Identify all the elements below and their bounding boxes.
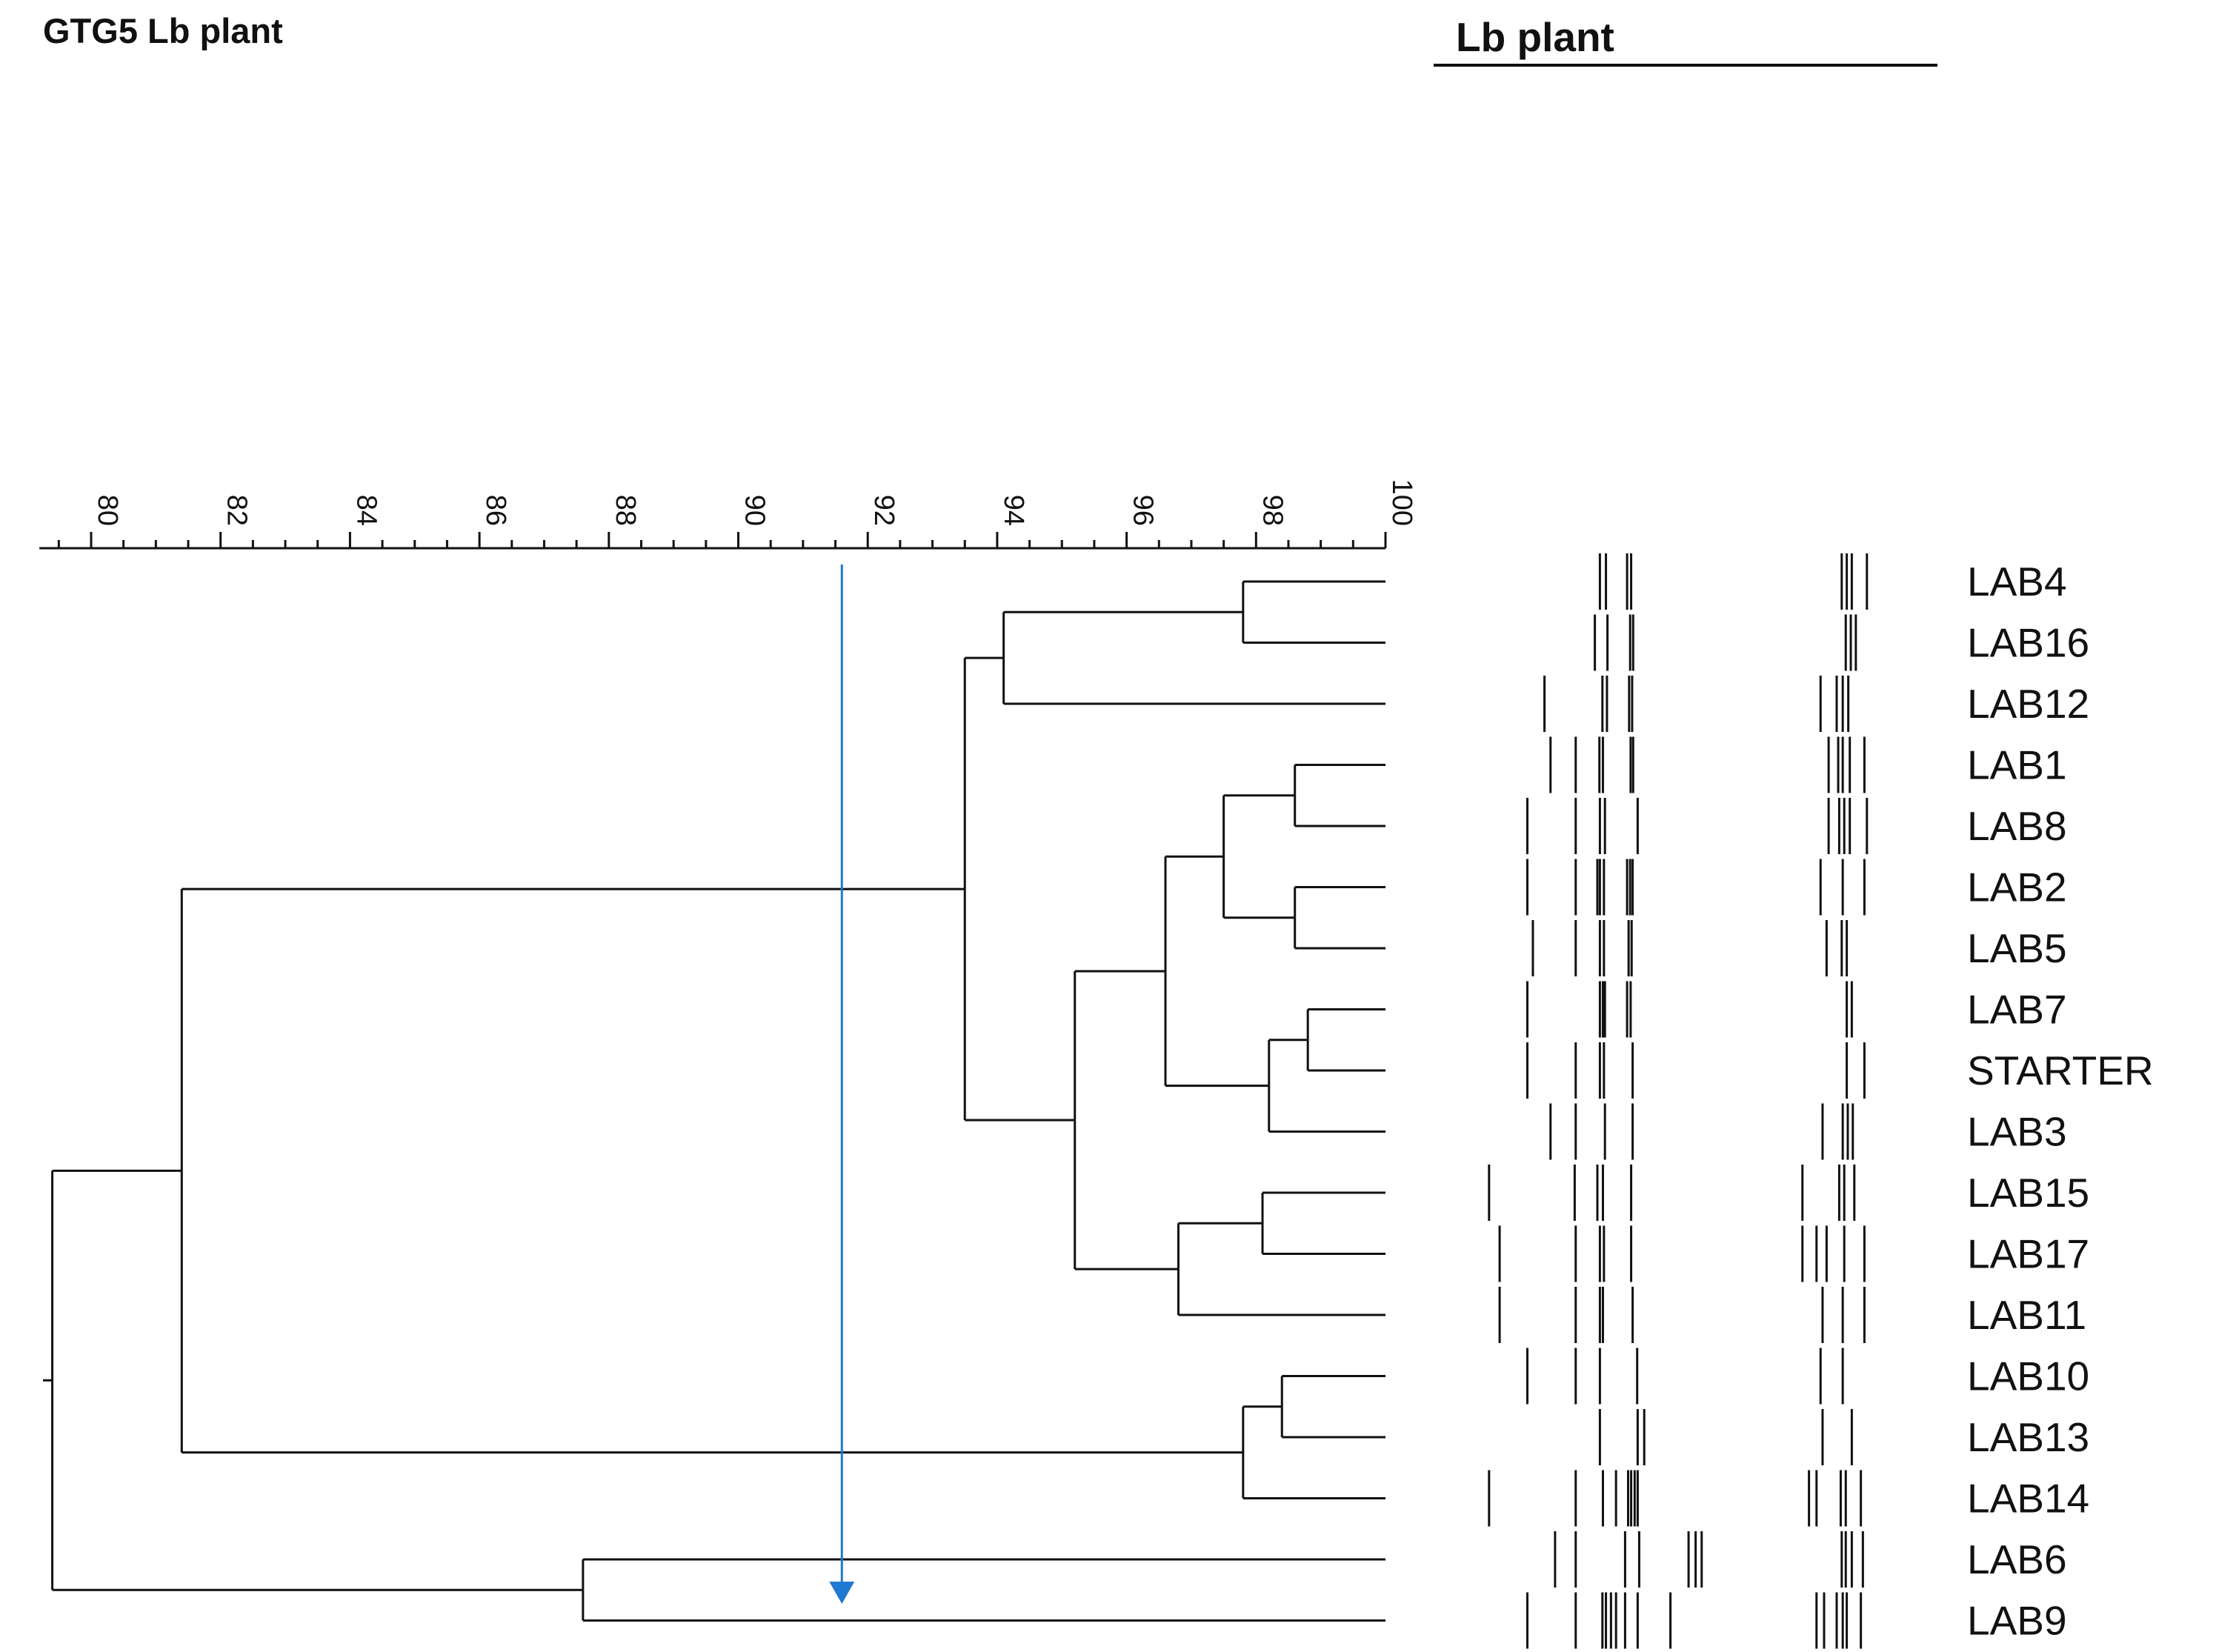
strain-label: LAB10 bbox=[1967, 1353, 2089, 1399]
scale-tick-label: 82 bbox=[222, 495, 253, 526]
strain-label: LAB5 bbox=[1967, 925, 2067, 971]
strain-label: LAB15 bbox=[1967, 1170, 2089, 1216]
similarity-scale: 80 82 84 86 88 90 92 94 96 98 100 bbox=[39, 479, 1417, 550]
strain-label: LAB4 bbox=[1967, 559, 2067, 604]
strain-label: LAB9 bbox=[1967, 1598, 2067, 1644]
scale-tick-label: 88 bbox=[610, 495, 641, 526]
strain-label: LAB13 bbox=[1967, 1414, 2089, 1460]
cutoff-arrowhead bbox=[829, 1582, 855, 1604]
strain-label: LAB3 bbox=[1967, 1109, 2067, 1155]
band-patterns bbox=[1488, 553, 1869, 1649]
strain-label: STARTER bbox=[1967, 1048, 2154, 1093]
strain-label: LAB12 bbox=[1967, 681, 2089, 727]
dendrogram-tree bbox=[43, 580, 1385, 1622]
strain-label: LAB2 bbox=[1967, 865, 2067, 910]
strain-label: LAB6 bbox=[1967, 1536, 2067, 1582]
strain-label: LAB14 bbox=[1967, 1476, 2089, 1522]
band-panel-header: Lb plant bbox=[1456, 14, 1614, 60]
scale-tick-label: 86 bbox=[480, 495, 511, 526]
scale-tick-label: 92 bbox=[868, 495, 899, 526]
scale-tick-label: 84 bbox=[350, 495, 382, 526]
figure-title: GTG5 Lb plant bbox=[43, 11, 283, 50]
scale-tick-label: 100 bbox=[1386, 479, 1417, 526]
scale-tick-label: 90 bbox=[739, 495, 771, 526]
scale-tick-label: 98 bbox=[1257, 495, 1288, 526]
strain-labels: LAB4LAB16LAB12LAB1LAB8LAB2LAB5LAB7STARTE… bbox=[1967, 559, 2154, 1644]
strain-label: LAB7 bbox=[1967, 987, 2067, 1033]
header-underline bbox=[1434, 64, 1937, 67]
strain-label: LAB16 bbox=[1967, 620, 2089, 666]
scale-tick-label: 94 bbox=[998, 495, 1029, 526]
cutoff-indicator bbox=[829, 564, 855, 1604]
strain-label: LAB1 bbox=[1967, 742, 2067, 788]
strain-label: LAB17 bbox=[1967, 1231, 2089, 1277]
scale-tick-label: 80 bbox=[92, 495, 123, 526]
scale-tick-label: 96 bbox=[1128, 495, 1159, 526]
strain-label: LAB11 bbox=[1967, 1292, 2086, 1338]
strain-label: LAB8 bbox=[1967, 803, 2067, 849]
